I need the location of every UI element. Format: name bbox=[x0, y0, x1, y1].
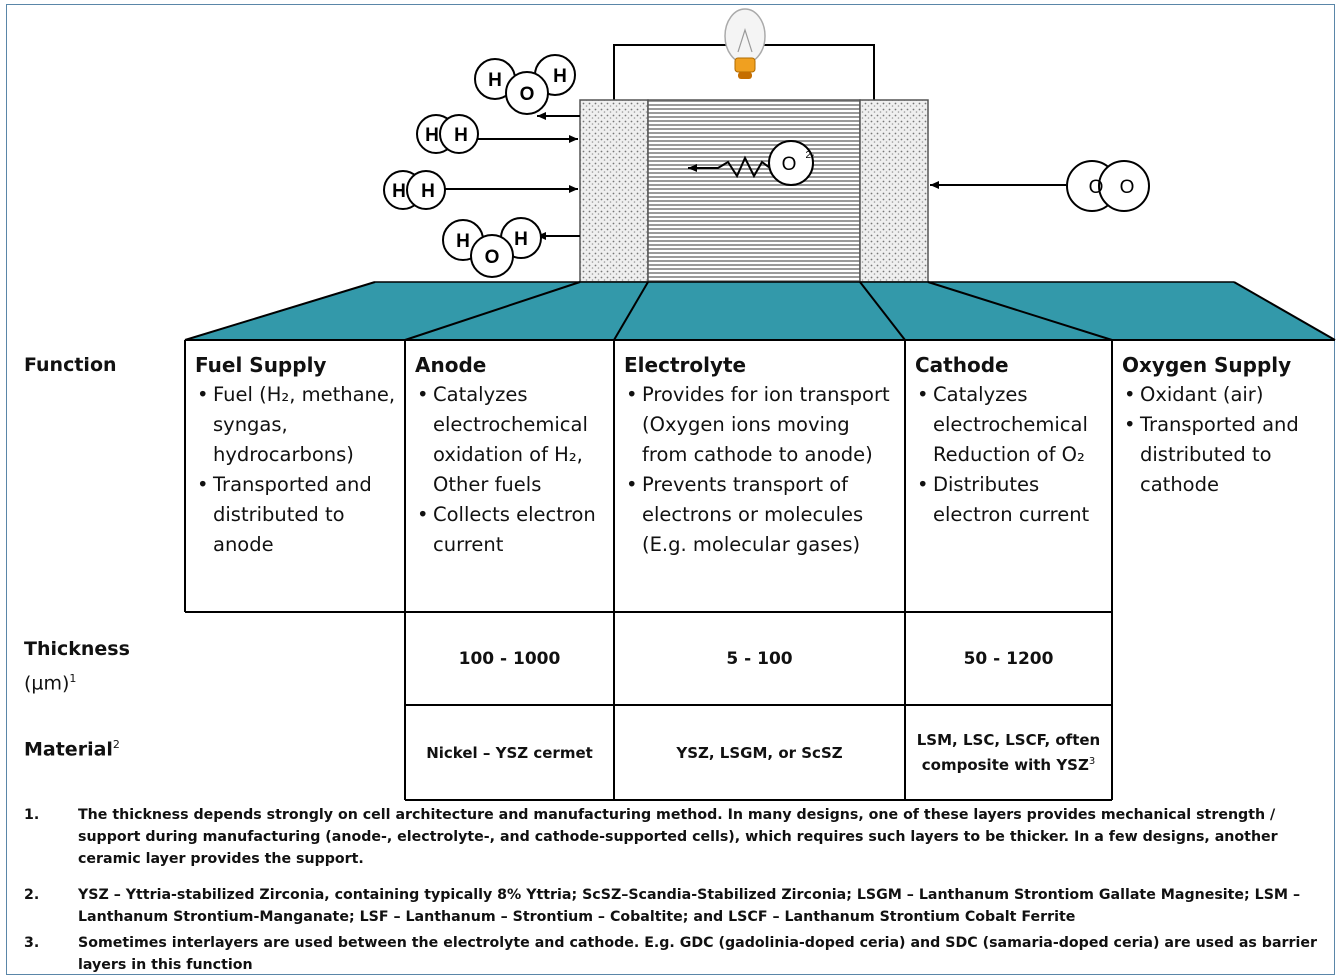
cell-heading: Fuel Supply bbox=[195, 353, 327, 377]
footnote-number: 2. bbox=[24, 887, 40, 903]
expansion-band bbox=[184, 281, 1336, 341]
thickness-anode: 100 - 1000 bbox=[458, 648, 561, 669]
cell-bullet: Catalyzes electrochemical oxidation of H… bbox=[415, 380, 607, 500]
material-label: Material bbox=[24, 738, 113, 761]
thickness-unit: (µm) bbox=[24, 672, 70, 695]
cell-oxygen-supply: Oxygen Supply Oxidant (air) Transported … bbox=[1114, 344, 1332, 500]
atom-label: H bbox=[425, 125, 439, 146]
cell-heading: Cathode bbox=[915, 353, 1009, 377]
cell-heading: Oxygen Supply bbox=[1122, 353, 1292, 377]
material-electrolyte: YSZ, LSGM, or ScSZ bbox=[676, 743, 843, 762]
cathode-layer bbox=[859, 99, 929, 283]
cell-heading: Electrolyte bbox=[624, 353, 747, 377]
footnote-ref: 1 bbox=[69, 672, 77, 685]
cell-bullet: Collects electron current bbox=[415, 500, 607, 560]
h2o-molecule-bottom bbox=[442, 217, 542, 278]
atom-label: O bbox=[485, 247, 500, 268]
anode-layer bbox=[579, 99, 649, 283]
material-cathode: LSM, LSC, LSCF, often composite with YSZ… bbox=[912, 705, 1105, 800]
footnote-number: 1. bbox=[24, 807, 40, 823]
footnote-text: YSZ – Yttria-stabilized Zirconia, contai… bbox=[78, 887, 1301, 925]
footnote-ref: 2 bbox=[112, 738, 120, 751]
footnote-2: 2. YSZ – Yttria-stabilized Zirconia, con… bbox=[24, 884, 1324, 928]
footnote-number: 3. bbox=[24, 935, 40, 951]
cell-heading: Anode bbox=[415, 353, 487, 377]
row-label-thickness: Thickness (µm)1 bbox=[24, 634, 130, 698]
material-cathode-text: LSM, LSC, LSCF, often composite with YSZ… bbox=[916, 731, 1101, 774]
figure-frame bbox=[6, 4, 1335, 975]
cell-fuel-supply: Fuel Supply Fuel (H₂, methane, syngas, h… bbox=[187, 344, 403, 560]
footnote-3: 3. Sometimes interlayers are used betwee… bbox=[24, 932, 1324, 976]
cell-electrolyte: Electrolyte Provides for ion transport (… bbox=[616, 344, 904, 560]
cell-bullet: Transported and distributed to cathode bbox=[1122, 410, 1326, 500]
footnote-text: The thickness depends strongly on cell a… bbox=[78, 807, 1278, 867]
atom-label: H bbox=[514, 229, 528, 250]
h2-molecule-b bbox=[383, 170, 446, 210]
h2o-molecule-top bbox=[474, 54, 576, 115]
thickness-electrolyte: 5 - 100 bbox=[726, 648, 793, 669]
footnote-text: Sometimes interlayers are used between t… bbox=[78, 935, 1317, 973]
row-label-material: Material2 bbox=[24, 730, 120, 764]
atom-label: H bbox=[456, 231, 470, 252]
cell-bullet: Prevents transport of electrons or molec… bbox=[624, 470, 898, 560]
o2-molecule bbox=[1066, 160, 1150, 212]
atom-label: H bbox=[553, 66, 567, 87]
electrolyte-layer bbox=[647, 99, 861, 283]
atom-label: H bbox=[392, 181, 406, 202]
cell-bullet: Distributes electron current bbox=[915, 470, 1105, 530]
cell-bullet: Oxidant (air) bbox=[1122, 380, 1326, 410]
footnote-1: 1. The thickness depends strongly on cel… bbox=[24, 804, 1324, 870]
atom-label: H bbox=[488, 70, 502, 91]
material-anode: Nickel – YSZ cermet bbox=[426, 743, 593, 762]
cell-bullet: Transported and distributed to anode bbox=[195, 470, 397, 560]
footnote-ref: 3 bbox=[1088, 756, 1096, 767]
atom-label: O bbox=[1089, 177, 1104, 198]
thickness-label: Thickness bbox=[24, 638, 130, 660]
cell-bullet: Fuel (H₂, methane, syngas, hydrocarbons) bbox=[195, 380, 397, 470]
oxygen-ion bbox=[768, 140, 814, 186]
ion-wavy-path bbox=[688, 155, 771, 179]
atom-label: O bbox=[1120, 177, 1135, 198]
atom-label: O bbox=[520, 84, 535, 105]
ion-charge: 2- bbox=[806, 150, 815, 161]
cell-bullet: Catalyzes electrochemical Reduction of O… bbox=[915, 380, 1105, 470]
atom-label: H bbox=[454, 125, 468, 146]
atom-label: H bbox=[421, 181, 435, 202]
ion-label: O bbox=[782, 154, 797, 175]
table-grid bbox=[184, 339, 1335, 801]
cell-anode: Anode Catalyzes electrochemical oxidatio… bbox=[407, 344, 613, 560]
row-label-function: Function bbox=[24, 354, 117, 376]
thickness-cathode: 50 - 1200 bbox=[963, 648, 1054, 669]
cell-cathode: Cathode Catalyzes electrochemical Reduct… bbox=[907, 344, 1111, 530]
h2-molecule-a bbox=[416, 114, 479, 154]
cell-bullet: Provides for ion transport (Oxygen ions … bbox=[624, 380, 898, 470]
lightbulb-icon bbox=[724, 8, 766, 79]
